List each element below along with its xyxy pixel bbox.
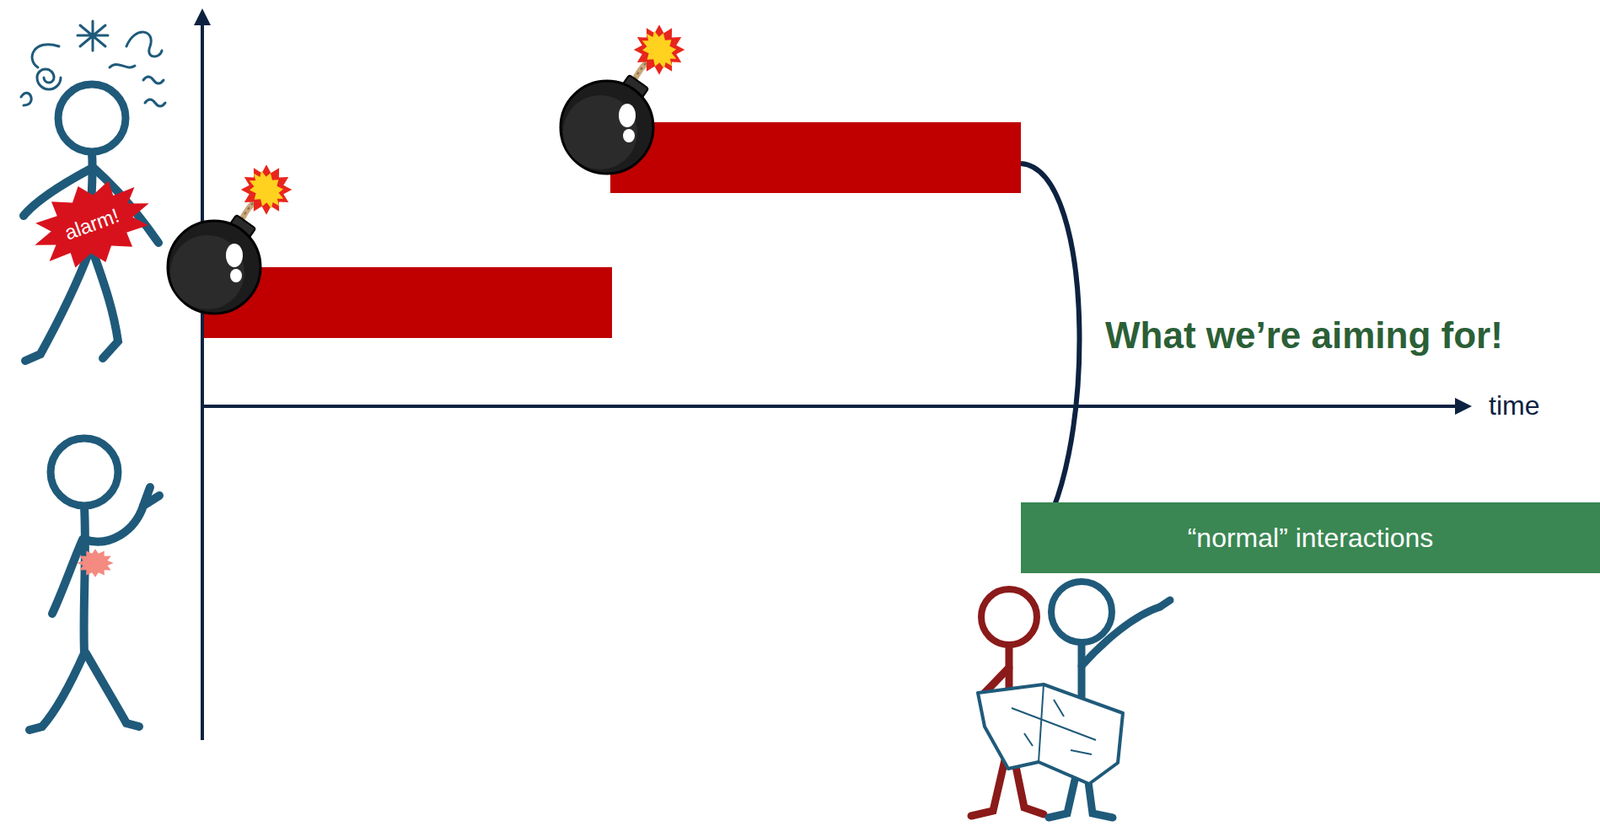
figure-head <box>58 84 126 152</box>
map-sheet <box>977 684 1123 784</box>
goal-note: What we’re aiming for! <box>1105 314 1504 358</box>
alarm-bar <box>204 267 613 339</box>
bomb-icon <box>167 163 292 314</box>
scribble <box>37 69 61 90</box>
y-axis <box>200 11 205 741</box>
time-axis <box>202 404 1469 409</box>
calm-person <box>29 438 160 731</box>
figure-hand <box>1159 600 1171 607</box>
bomb-icon <box>560 23 685 174</box>
alarm-burst <box>21 165 163 283</box>
normal-band: “normal” interactions <box>1020 502 1600 574</box>
scribble <box>144 99 166 107</box>
node-text: “normal” interactions <box>1187 522 1434 554</box>
figure-head <box>1051 581 1112 643</box>
small-spark <box>76 548 113 578</box>
scribble <box>109 64 135 68</box>
map <box>977 684 1123 784</box>
figure-leg <box>85 653 140 727</box>
scribble <box>77 21 108 51</box>
map-folds <box>1011 684 1096 763</box>
figure-leg <box>25 251 90 361</box>
axis-label: time <box>1488 390 1540 422</box>
figure-head <box>50 438 119 506</box>
figure-leg <box>92 251 119 359</box>
figure-head <box>981 589 1037 645</box>
figure-hand <box>143 487 160 506</box>
scribble <box>21 92 32 106</box>
figure-arm <box>52 539 83 614</box>
scribble <box>32 44 60 68</box>
alarm-bar <box>610 122 1021 194</box>
scribble <box>126 32 162 57</box>
scribble <box>143 76 164 84</box>
figure-arm <box>84 505 144 543</box>
figure-body <box>84 506 86 654</box>
figure-leg <box>29 653 85 731</box>
transition-arrow <box>1020 163 1080 543</box>
